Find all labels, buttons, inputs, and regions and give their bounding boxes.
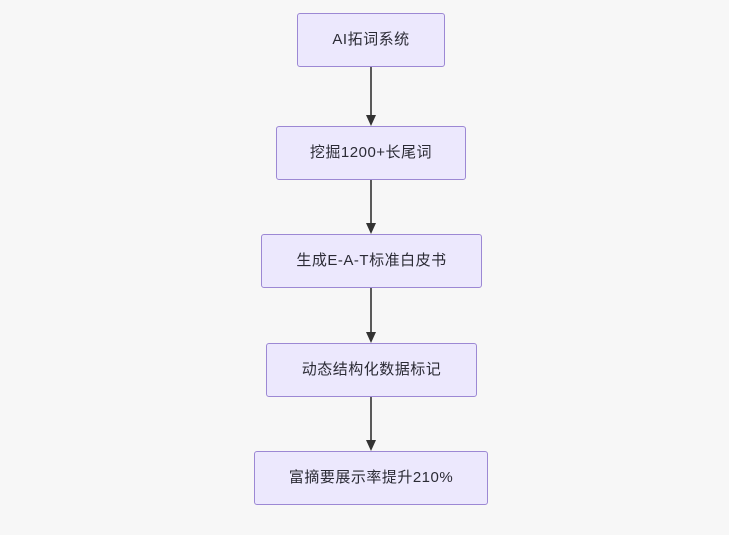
arrow-n4-n5	[366, 397, 376, 451]
flow-node-rich-snippet-uplift[interactable]: 富摘要展示率提升210%	[254, 451, 488, 505]
flow-node-generate-eat-whitepaper[interactable]: 生成E-A-T标准白皮书	[261, 234, 482, 288]
flow-node-mine-longtail-keywords[interactable]: 挖掘1200+长尾词	[276, 126, 466, 180]
flow-node-dynamic-structured-data[interactable]: 动态结构化数据标记	[266, 343, 477, 397]
arrow-n2-n3	[366, 180, 376, 234]
arrow-n3-n4	[366, 288, 376, 343]
arrow-n1-n2	[366, 67, 376, 126]
flow-node-ai-keyword-system[interactable]: AI拓词系统	[297, 13, 445, 67]
